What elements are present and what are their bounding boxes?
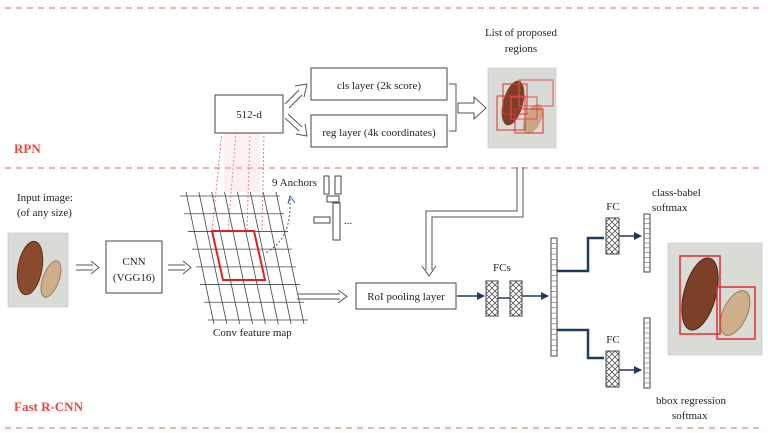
anchors-label: 9 Anchors xyxy=(272,177,317,189)
class-output-line2: softmax xyxy=(652,202,688,214)
d512-box xyxy=(214,94,284,134)
bbox-regression-vector xyxy=(643,317,651,389)
d512-label: 512-d xyxy=(236,109,262,121)
fcs-block-2 xyxy=(509,280,523,317)
feature-map-col-line xyxy=(262,191,292,325)
feature-map-col-line xyxy=(185,191,215,325)
proposals-image xyxy=(487,67,557,149)
cls-layer-box xyxy=(310,67,448,101)
cls-reg-bracket xyxy=(449,83,457,132)
cnn-label-line1: CNN xyxy=(122,256,145,268)
cls-layer-label: cls layer (2k score) xyxy=(337,80,421,92)
anchors-curved-arrowhead xyxy=(287,194,296,205)
projection-fan xyxy=(224,132,260,192)
bbox-output-line2: softmax xyxy=(672,410,708,422)
feature-map-col-line xyxy=(237,191,266,325)
proposals-label-line2: regions xyxy=(505,43,537,55)
branch-to-fc-bottom xyxy=(557,328,604,360)
fc-top-block xyxy=(605,217,620,255)
reg-layer-box xyxy=(310,114,448,148)
feature-map-label: Conv feature map xyxy=(213,327,292,339)
reg-layer-label: reg layer (4k coordinates) xyxy=(322,127,436,139)
fcs-block-1 xyxy=(485,280,499,317)
sliding-window-highlight xyxy=(210,230,267,281)
class-output-line1: class-babel xyxy=(652,187,701,199)
proposals-label-line1: List of proposed xyxy=(485,27,558,39)
arrow-proposals-to-roi xyxy=(421,167,524,277)
class-softmax-vector xyxy=(643,213,651,273)
bbox-output-line1: bbox regression xyxy=(656,395,726,407)
arrow-d512-to-reg xyxy=(284,113,308,137)
feature-map-col-line xyxy=(198,191,228,325)
arrow-featuremap-to-roi xyxy=(297,289,348,304)
rpn-section-label: RPN xyxy=(14,141,41,156)
fast-rcnn-section-label: Fast R-CNN xyxy=(14,399,84,414)
input-label-line2: (of any size) xyxy=(17,207,72,219)
arrow-d512-to-cls xyxy=(284,83,308,109)
fc-top-label: FC xyxy=(606,201,619,213)
roi-pooling-label: RoI pooling layer xyxy=(367,291,445,303)
roi-pooling-box xyxy=(355,282,457,310)
detection-output-image xyxy=(667,242,763,356)
anchors-ellipsis: ... xyxy=(344,215,353,227)
cnn-label-line2: (VGG16) xyxy=(113,272,155,284)
feature-map-col-line xyxy=(249,191,279,325)
projection-lines xyxy=(211,131,265,232)
anchor-boxes xyxy=(313,175,342,241)
cnn-box xyxy=(105,240,163,294)
anchors-curved-arrow xyxy=(264,198,291,254)
arrow-to-proposals xyxy=(457,95,487,121)
arrow-input-to-cnn xyxy=(76,260,100,275)
input-label-line1: Input image: xyxy=(17,192,73,204)
roi-feature-vector xyxy=(550,237,558,357)
fc-bottom-label: FC xyxy=(606,334,619,346)
feature-map-col-line xyxy=(224,191,253,325)
arrow-cnn-to-featuremap xyxy=(168,260,192,275)
input-image xyxy=(7,232,69,308)
fc-bottom-block xyxy=(605,350,620,388)
feature-map-col-line xyxy=(211,191,241,325)
feature-map-grid xyxy=(180,191,308,325)
feature-map-col-line xyxy=(275,191,305,325)
branch-to-fc-top xyxy=(557,236,604,273)
fcs-label: FCs xyxy=(493,262,511,274)
